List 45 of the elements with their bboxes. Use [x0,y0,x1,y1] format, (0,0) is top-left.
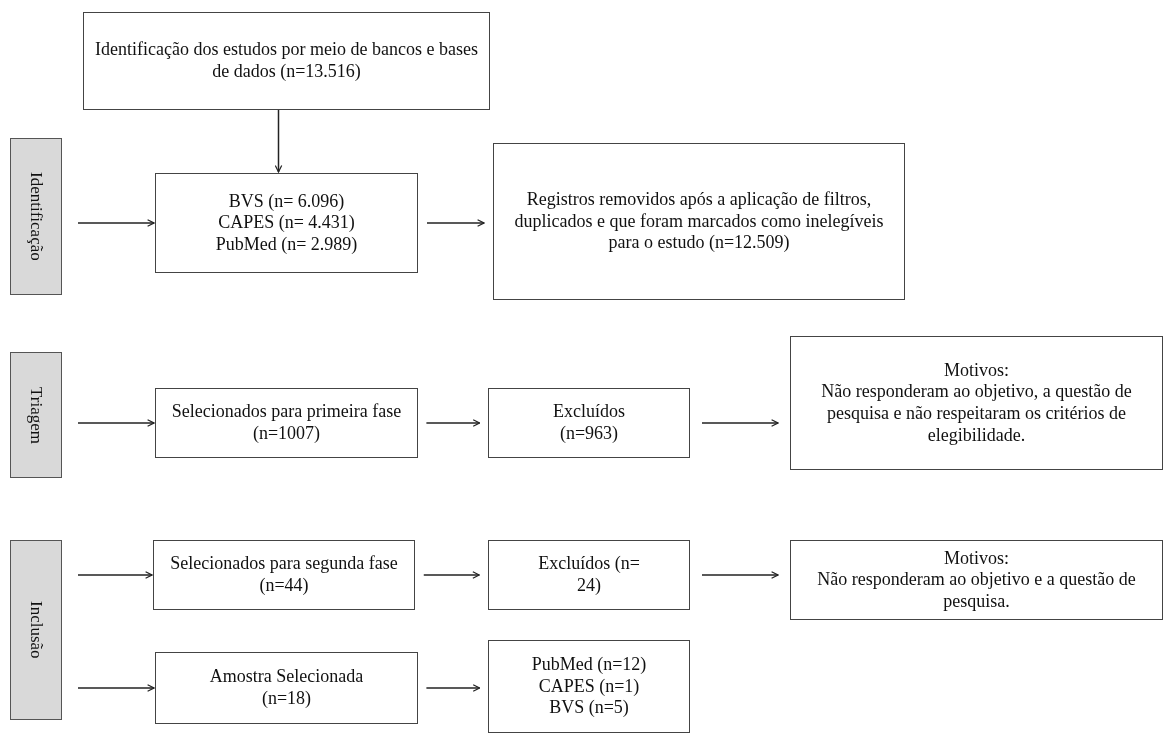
process-box [790,336,1163,470]
process-box [488,640,690,733]
process-box [488,388,690,458]
process-box [488,540,690,610]
box-text: Não responderam ao objetivo e a questão de pesquisa. [816,569,1137,613]
arrow [423,571,480,579]
box-text: CAPES (n=1) [538,675,640,698]
process-box [83,12,490,110]
process-box [790,540,1163,620]
arrow [426,219,485,227]
phase-label-box [10,138,62,295]
box-text: PubMed (n= 2.989) [215,233,358,256]
arrow [77,419,155,427]
arrow [77,684,155,692]
process-box [155,173,418,273]
box-text: CAPES (n= 4.431) [218,212,355,234]
box-text: Não responderam ao objetivo, a questão de pesquisa e não respeitaram os critérios de elegibilidade. [820,381,1133,447]
process-box [153,540,415,610]
arrow [425,419,481,427]
box-text: Excluídos (n= 24) [537,553,641,597]
phase-label: Inclusão [26,601,47,659]
box-text: Excluídos (n=963) [552,401,626,445]
phase-label-box [10,540,62,720]
box-text: Motivos: [944,547,1009,570]
arrow [425,684,481,692]
box-text: Identificação dos estudos por meio de bancos e bases de dados (n=13.516) [94,39,479,83]
box-text: Amostra Selecionada (n=18) [208,666,365,710]
box-text: PubMed (n=12) [531,654,647,676]
arrow [77,571,153,579]
arrow [274,109,283,173]
arrow [701,419,779,427]
box-text: Selecionados para segunda fase (n=44) [169,553,399,597]
box-text: BVS (n=5) [549,697,629,719]
box-text: Motivos: [944,359,1009,382]
phase-label-box [10,352,62,478]
box-text: Registros removidos após a aplicação de filtros, duplicados e que foram marcados como inelegíveis para o estudo (n=12.509) [513,189,885,254]
phase-label: Triagem [26,386,47,444]
box-text: Selecionados para primeira fase (n=1007) [170,401,403,445]
arrow [77,219,155,227]
process-box [155,652,418,724]
process-box [493,143,905,300]
box-text: BVS (n= 6.096) [228,190,345,213]
arrow [701,571,779,579]
process-box [155,388,418,458]
phase-label: Identificação [26,172,47,261]
